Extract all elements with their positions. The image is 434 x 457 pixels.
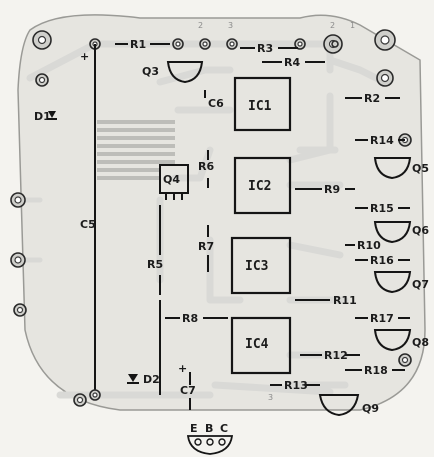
label-ic4: IC4: [245, 337, 269, 352]
label-q5: Q5: [412, 162, 429, 175]
resistor-r9: R9: [295, 183, 355, 196]
label-r12: R12: [324, 349, 348, 362]
label-c6: C6: [208, 97, 224, 110]
transistor-q9: Q9: [318, 394, 379, 417]
resistor-r16: R16: [355, 254, 410, 267]
label-r2: R2: [364, 92, 380, 105]
transistor-q3: Q3: [142, 61, 204, 84]
capacitor-c5: + C5: [80, 44, 101, 401]
pinout-c: C: [220, 422, 228, 435]
resistor-r4: R4: [262, 56, 325, 69]
label-r1: R1: [130, 38, 146, 51]
board-outline: [17, 14, 426, 411]
resistor-r7: R7: [198, 225, 214, 272]
label-ic3: IC3: [245, 259, 268, 274]
resistor-r11: R11: [295, 294, 357, 307]
label-r3: R3: [257, 42, 273, 55]
transistor-q5: Q5: [373, 157, 429, 180]
capacitor-c7: + C7: [178, 362, 196, 410]
label-r6: R6: [198, 160, 214, 173]
label-c5: C5: [80, 218, 96, 231]
resistor-r1: R1: [115, 38, 170, 51]
regulator-q4: Q4: [159, 164, 189, 200]
ic2: IC2: [233, 156, 292, 215]
label-r5: R5: [147, 258, 163, 271]
label-r11: R11: [333, 294, 357, 307]
diode-d2: D2: [127, 300, 161, 395]
mounting-pads: [10, 29, 412, 407]
label-ic1: IC1: [248, 99, 272, 114]
label-r13: R13: [284, 379, 308, 392]
pin-number: 2: [198, 21, 203, 30]
label-r7: R7: [198, 240, 214, 253]
pinout-e: E: [190, 422, 198, 435]
label-ic2: IC2: [248, 179, 271, 194]
label-q3: Q3: [142, 65, 159, 78]
pinout-b: B: [205, 422, 213, 435]
ic4: IC4: [230, 316, 292, 375]
transistor-q7: Q7: [373, 271, 429, 294]
ic3: IC3: [230, 236, 292, 295]
label-r8: R8: [182, 312, 198, 325]
label-d2: D2: [143, 373, 160, 386]
label-q4: Q4: [163, 173, 180, 186]
hatched-area: [97, 120, 175, 180]
diode-d1: D1: [34, 110, 57, 123]
resistor-r5: R5: [147, 205, 163, 295]
resistor-r8: R8: [165, 312, 228, 325]
capacitor-c6: C6: [204, 90, 224, 110]
ic1: IC1: [233, 76, 292, 132]
transistor-pinout-key: E B C: [186, 422, 234, 455]
transistor-q6: Q6: [373, 221, 429, 244]
label-r4: R4: [284, 56, 300, 69]
pin-number: 2: [330, 21, 335, 30]
label-q7: Q7: [412, 278, 429, 291]
label-r16: R16: [370, 254, 394, 267]
label-r17: R17: [370, 312, 394, 325]
label-d1: D1: [34, 110, 51, 123]
label-q8: Q8: [412, 336, 429, 349]
resistor-r10: R10: [345, 239, 381, 252]
resistor-r2: R2: [345, 92, 400, 105]
pin-number: 1: [350, 21, 355, 30]
resistor-r18: R18: [345, 364, 405, 377]
resistor-r17: R17: [355, 312, 410, 325]
pin-number: 3: [268, 393, 273, 402]
label-r10: R10: [357, 239, 381, 252]
resistor-r12: R12: [300, 349, 360, 362]
label-r18: R18: [364, 364, 388, 377]
label-r14: R14: [370, 134, 394, 147]
label-r15: R15: [370, 202, 394, 215]
polarity-plus: +: [80, 50, 89, 63]
resistor-r6: R6: [198, 150, 214, 188]
label-q9: Q9: [362, 402, 379, 415]
resistor-r13: R13: [270, 379, 320, 392]
pin-number: 3: [228, 21, 233, 30]
label-q6: Q6: [412, 224, 429, 237]
resistor-r15: R15: [355, 202, 410, 215]
label-r9: R9: [324, 183, 340, 196]
transistor-q8: Q8: [373, 329, 429, 352]
label-c7: C7: [180, 384, 196, 397]
resistor-r3: R3: [240, 42, 298, 55]
polarity-plus: +: [178, 362, 187, 375]
resistor-r14: R14: [355, 134, 405, 147]
